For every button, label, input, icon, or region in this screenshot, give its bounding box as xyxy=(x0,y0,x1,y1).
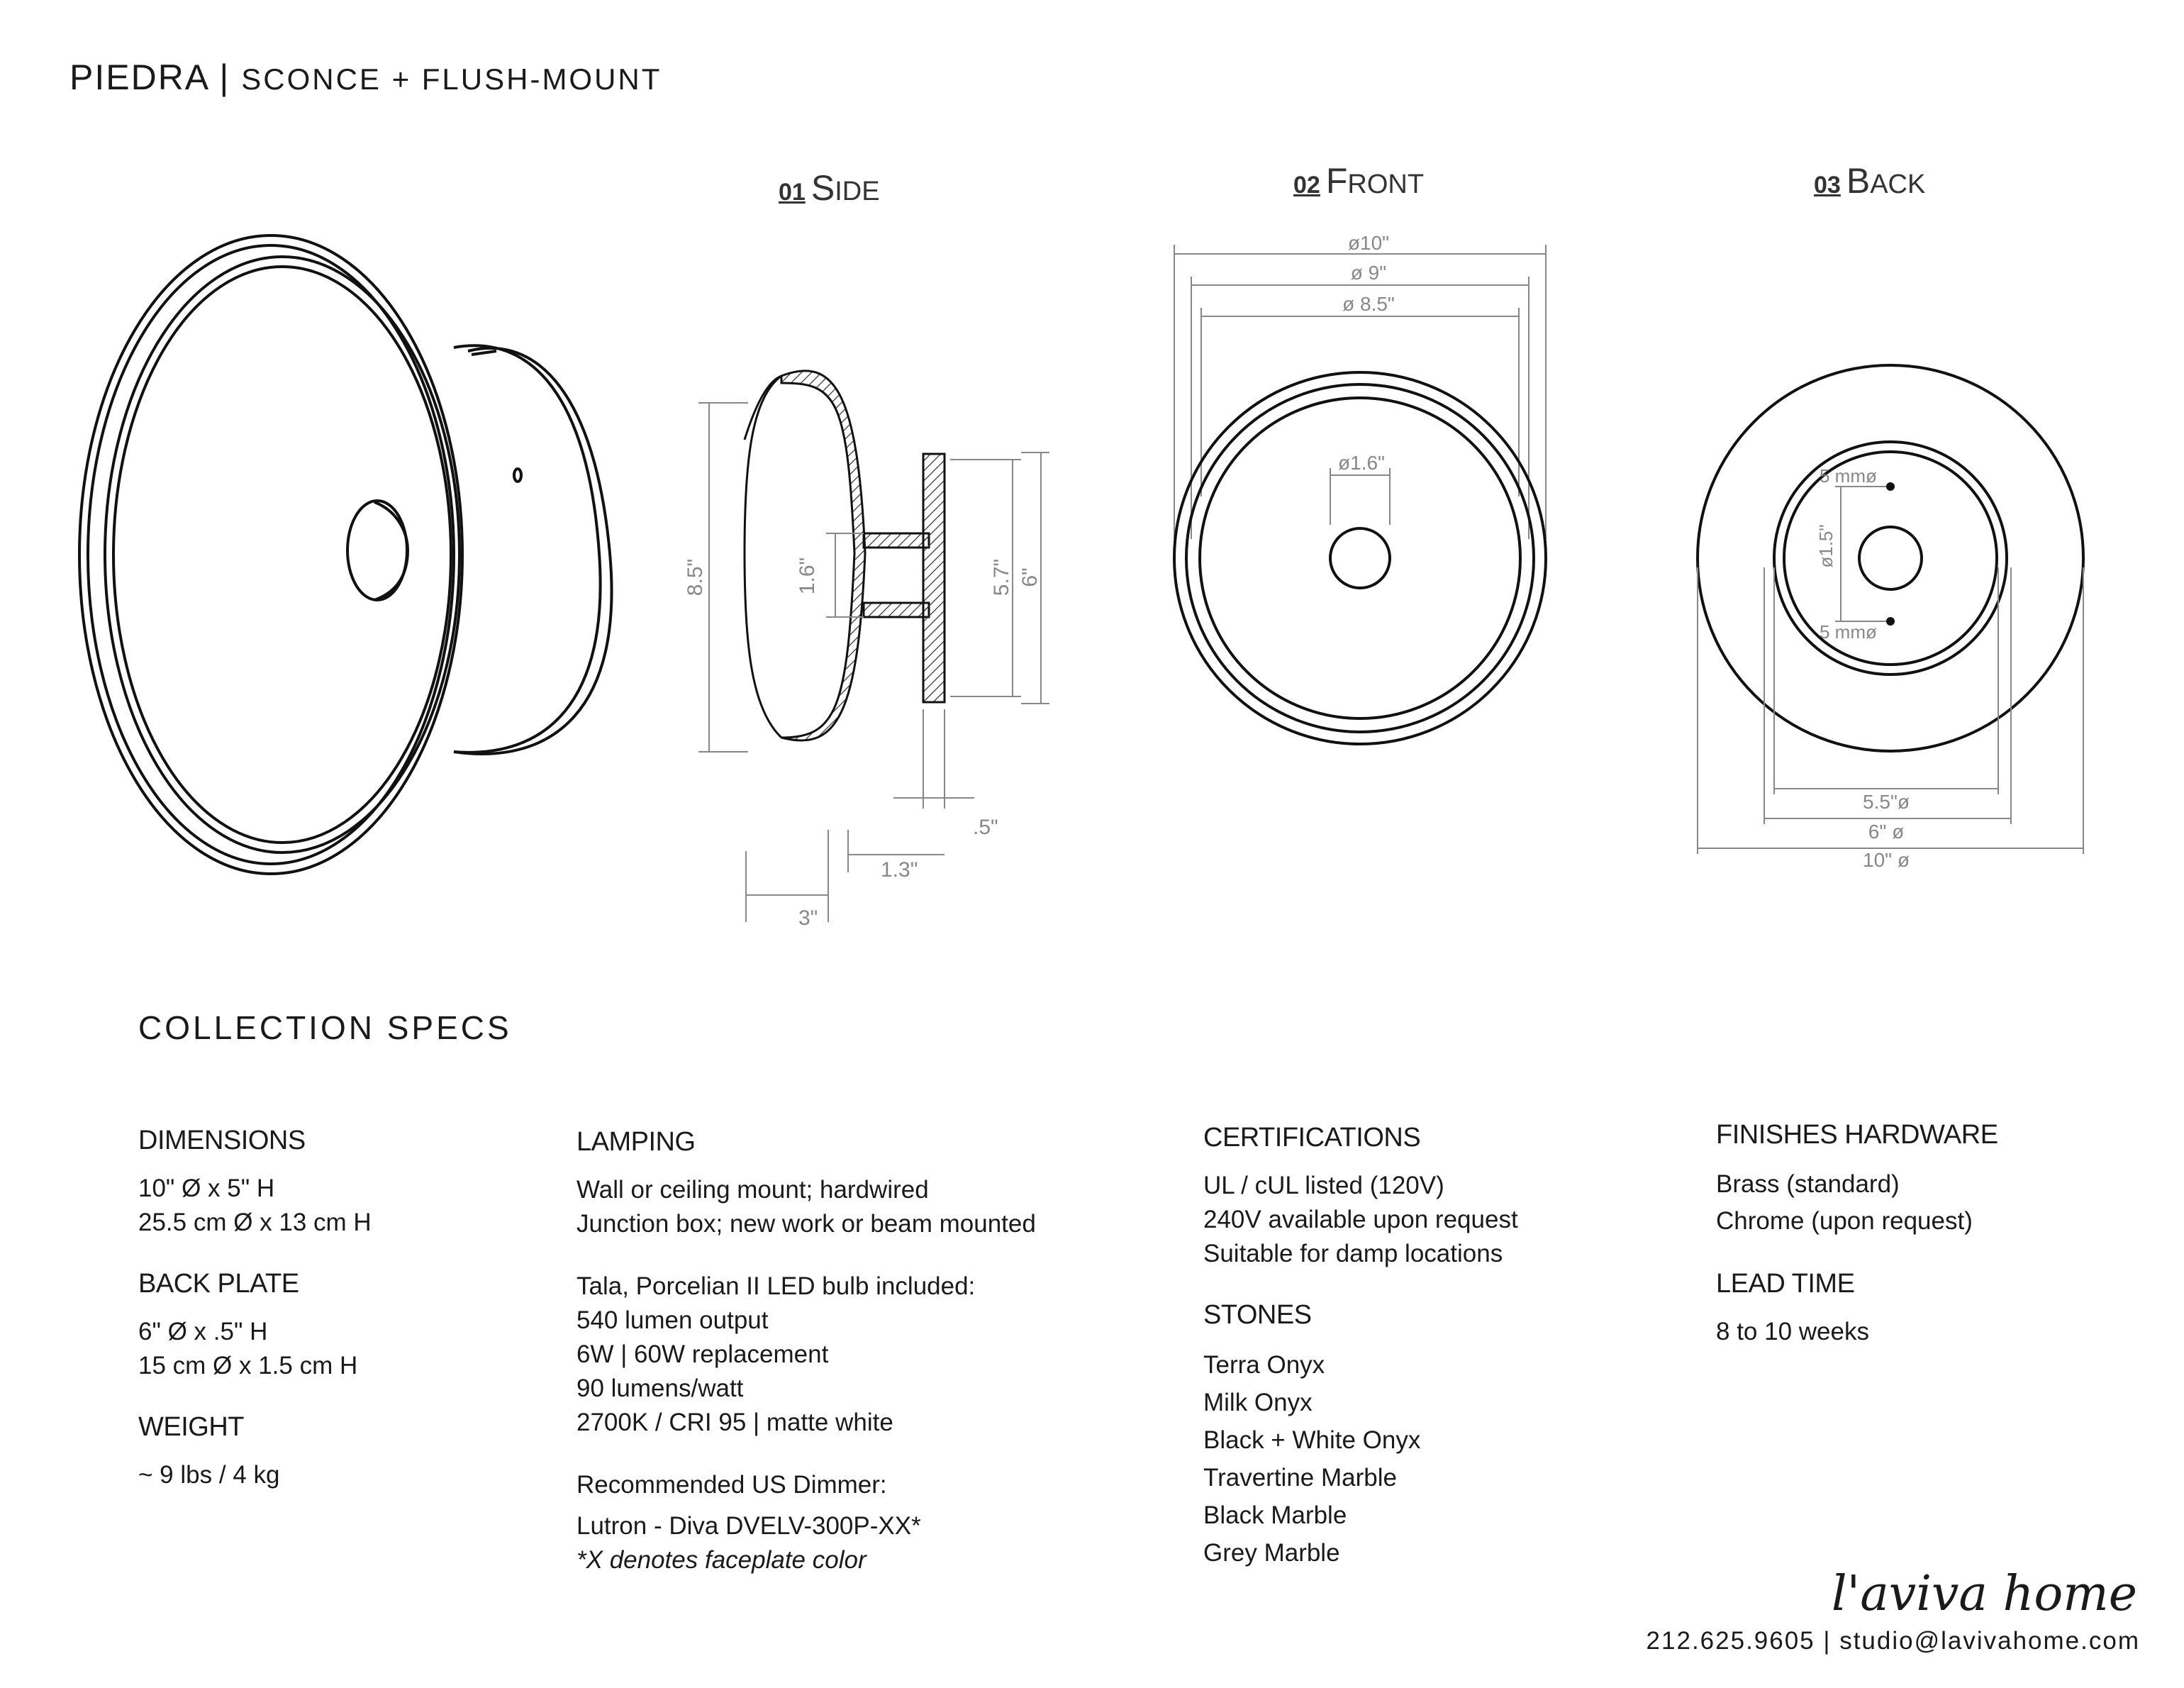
technical-drawings: 8.5" 1.6" 5.7" 6" .5" 1.3" 3" ø10" ø 9" … xyxy=(78,232,2085,930)
finishes-heading: FINISHES HARDWARE xyxy=(1716,1120,1998,1150)
product-subtitle: SCONCE + FLUSH-MOUNT xyxy=(241,62,662,96)
finishes-values: Brass (standard) Chrome (upon request) xyxy=(1716,1170,1973,1235)
back-dim-outer: 10" ø xyxy=(1863,849,1910,871)
back-view: 5 mmø ø1.5" 5 mmø 5.5"ø 6" ø 10" ø xyxy=(1696,364,2085,871)
certifications-heading: CERTIFICATIONS xyxy=(1203,1123,1421,1153)
back-dim-spacing: ø1.5" xyxy=(1815,524,1837,567)
specs-column-2: LAMPING Wall or ceiling mount; hardwired… xyxy=(576,1126,1144,1606)
specs-column-4: FINISHES HARDWARE Brass (standard) Chrom… xyxy=(1716,1119,2141,1377)
side-dim-plate-depth: .5" xyxy=(973,816,998,839)
stones-heading: STONES xyxy=(1203,1300,1312,1330)
front-dim-center: ø1.6" xyxy=(1338,452,1385,474)
title-separator: | xyxy=(219,57,230,97)
front-dim-outer: ø10" xyxy=(1348,232,1389,254)
perspective-view xyxy=(78,234,613,875)
lead-time-heading: LEAD TIME xyxy=(1716,1269,1855,1299)
lamping-dimmer: Recommended US Dimmer: Lutron - Diva DVE… xyxy=(576,1471,921,1574)
specs-title: COLLECTION SPECS xyxy=(138,1009,512,1046)
contact-info: 212.625.9605 | studio@lavivahome.com xyxy=(1646,1627,2140,1655)
lead-time-values: 8 to 10 weeks xyxy=(1716,1318,1869,1345)
lamping-heading: LAMPING xyxy=(576,1127,696,1157)
front-view: ø10" ø 9" ø 8.5" ø1.6" xyxy=(1173,232,1547,745)
back-dim-inner: 5.5"ø xyxy=(1863,791,1910,813)
side-view: 8.5" 1.6" 5.7" 6" .5" 1.3" 3" xyxy=(684,370,1049,930)
side-dim-plate: 6" xyxy=(1018,567,1042,587)
back-dim-hole-top: 5 mmø xyxy=(1820,465,1877,487)
weight-heading: WEIGHT xyxy=(138,1412,244,1442)
specs-column-1: DIMENSIONS 10" Ø x 5" H 25.5 cm Ø x 13 c… xyxy=(138,1125,535,1521)
back-plate-values: 6" Ø x .5" H 15 cm Ø x 1.5 cm H xyxy=(138,1318,358,1379)
side-dim-plate-inner: 5.7" xyxy=(990,559,1013,596)
back-plate-heading: BACK PLATE xyxy=(138,1269,299,1299)
front-dim-middle: ø 9" xyxy=(1351,262,1386,284)
side-dim-depth: 3" xyxy=(798,906,818,930)
lamping-mount: Wall or ceiling mount; hardwired Junctio… xyxy=(576,1176,1036,1238)
specs-column-3: CERTIFICATIONS UL / cUL listed (120V) 24… xyxy=(1203,1122,1629,1600)
page-title: PIEDRA | SCONCE + FLUSH-MOUNT xyxy=(69,57,662,98)
side-dim-arm-length: 1.3" xyxy=(881,858,918,882)
back-dim-hole-bottom: 5 mmø xyxy=(1820,621,1877,643)
side-dim-height: 8.5" xyxy=(684,559,707,596)
brand-logo: l'aviva home xyxy=(1831,1566,2137,1622)
lamping-bulb: Tala, Porcelian II LED bulb included: 54… xyxy=(576,1272,976,1436)
dimensions-heading: DIMENSIONS xyxy=(138,1126,306,1155)
weight-values: ~ 9 lbs / 4 kg xyxy=(138,1461,280,1489)
front-dim-inner: ø 8.5" xyxy=(1342,293,1395,315)
side-dim-arm: 1.6" xyxy=(796,557,819,594)
certifications-values: UL / cUL listed (120V) 240V available up… xyxy=(1203,1172,1518,1267)
product-name: PIEDRA xyxy=(69,57,208,97)
dimensions-values: 10" Ø x 5" H 25.5 cm Ø x 13 cm H xyxy=(138,1175,372,1236)
back-dim-plate: 6" ø xyxy=(1868,821,1904,843)
stones-values: Terra Onyx Milk Onyx Black + White Onyx … xyxy=(1203,1351,1421,1567)
